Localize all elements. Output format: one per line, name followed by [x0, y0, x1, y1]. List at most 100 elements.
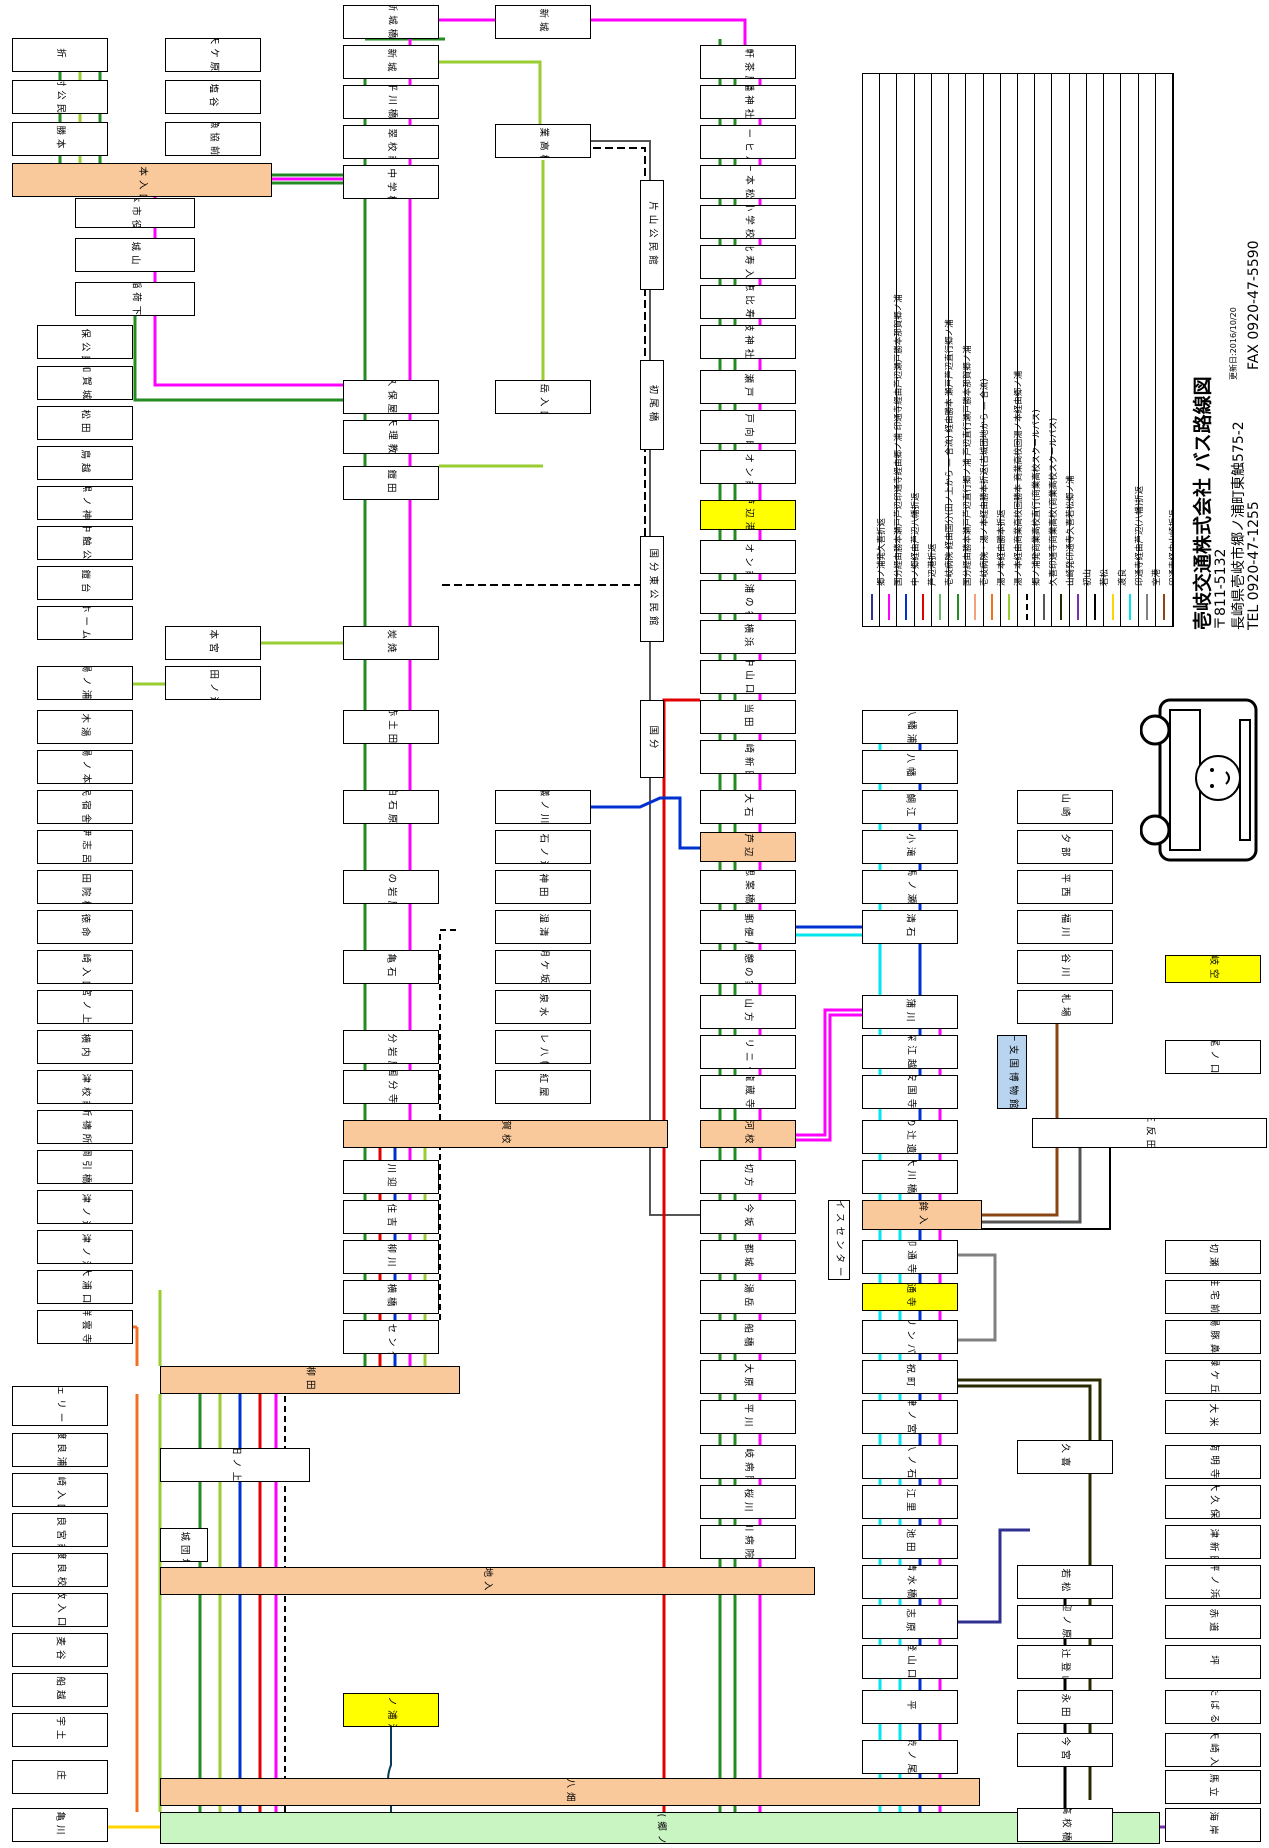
bus-stop: 城山 — [75, 238, 195, 272]
legend-swatch — [887, 594, 890, 620]
bus-stop-label: 勝本入口 — [136, 163, 148, 197]
bus-stop: 札場 — [1017, 990, 1113, 1024]
bus-stop-label: 平 — [904, 1700, 916, 1714]
bus-stop-label: 牧入口 — [54, 1593, 66, 1627]
bus-stop: 南明寺 — [1165, 1445, 1261, 1479]
bus-stop-label: 麦谷 — [54, 1636, 66, 1664]
bus-stop: 深江越 — [862, 1035, 958, 1069]
bus-stop: 湯岳 — [700, 1280, 796, 1314]
bus-stop-label: 湿清 — [537, 913, 549, 941]
bus-stop-label: イオン前 — [742, 540, 754, 574]
bus-stop: 品川病院前 — [700, 1525, 796, 1559]
bus-stop: 切方 — [700, 1160, 796, 1194]
bus-stop-label: 明ケ坂 — [537, 950, 549, 984]
bus-stop: 明ケ坂 — [495, 950, 591, 984]
bus-stop: 平 — [862, 1690, 958, 1724]
bus-stop-label: 松崎新田 — [742, 740, 754, 774]
bus-stop-label: 三島フェリー待合所 — [55, 1387, 66, 1425]
bus-stop-label: 農機具センター前 — [386, 1321, 397, 1353]
bus-stop: イオン前 — [700, 450, 796, 484]
bus-stop: 都城 — [700, 1240, 796, 1274]
bus-stop: 芦辺港 — [700, 500, 796, 530]
bus-stop: 清水橋 — [862, 1565, 958, 1599]
legend-item: 壱岐病院 経由国分(田ノ上から — 合流) 経由勝本 瀬戸芦辺直行郷ノ浦 — [932, 74, 955, 626]
legend-swatch — [905, 594, 908, 620]
bus-stop: 八幡浦 — [862, 710, 958, 744]
bus-stop-label: 船越 — [54, 1676, 66, 1704]
bus-stop-label: 夕部 — [1059, 833, 1071, 861]
bus-stop: 勝本市役所 — [75, 198, 195, 228]
bus-stop: 住宅前 — [1165, 1280, 1261, 1314]
legend-swatch — [870, 594, 873, 620]
bus-stop-label: 泉水 — [537, 993, 549, 1021]
route-magenta-mid — [408, 5, 747, 1366]
bus-stop-label: 老人憩の家前 — [743, 951, 754, 983]
legend-label: 渡良 — [1117, 568, 1128, 586]
bus-stop: 天理教 — [343, 420, 439, 454]
bus-stop: 鯛江 — [862, 790, 958, 824]
bus-stop: 八畑 — [160, 1778, 980, 1806]
bus-stop-label: 松田 — [79, 409, 91, 437]
bus-stop-label: 湯ノ本 — [79, 750, 91, 784]
bus-stop: 本宮 — [165, 626, 261, 660]
bus-stop-label: 郷ノ浦港 — [385, 1693, 397, 1727]
legend-item: 芦辺港折返 — [915, 74, 938, 626]
bus-stop: 山崎 — [1017, 790, 1113, 824]
bus-stop: 大浦口 — [37, 1270, 133, 1304]
bus-stop: 弁天崎入口 — [1165, 1733, 1261, 1767]
bus-stop: 尾ノ口 — [1165, 1040, 1261, 1074]
bus-stop: 商業高校 — [495, 124, 591, 158]
route-black — [982, 1148, 1111, 1230]
bus-stop: 松田 — [37, 406, 133, 440]
bus-stop: 大久保 — [1165, 1485, 1261, 1519]
bus-stop-label: 平川 — [742, 1403, 754, 1431]
bus-stop-label: 亀川 — [54, 1811, 66, 1839]
bus-stop-label: 大米 — [1207, 1403, 1219, 1431]
legend-swatch — [1008, 594, 1011, 620]
legend-swatch — [1163, 594, 1166, 620]
route-red-main — [662, 698, 700, 1812]
bus-stop: 瀬戸小学校入口 — [700, 205, 796, 239]
bus-stop: 霞翠校前 — [343, 125, 439, 159]
bus-stop-label: 国民宿舎前 — [79, 790, 91, 824]
bus-stop: 芦辺 — [700, 832, 796, 862]
bus-stop-label: 霞翠校前 — [385, 125, 397, 159]
bus-stop: 川迎 — [343, 1160, 439, 1194]
bus-stop: 壱岐病院 — [700, 1445, 796, 1479]
bus-stop: 松崎新田 — [700, 740, 796, 774]
bus-stop: 谷川 — [1017, 950, 1113, 984]
bus-stop-label: 白石原 — [385, 790, 397, 824]
bus-stop: 壱岐空港 — [1165, 955, 1261, 983]
bus-stop-label: 黒崎入口 — [79, 950, 91, 984]
bus-stop: 片山公民館 — [640, 180, 664, 290]
bus-stop-label: 瀬戸小学校入口 — [743, 206, 754, 238]
bus-stop-label: 品川病院前 — [742, 1525, 754, 1559]
route-brown — [982, 1024, 1059, 1217]
bus-stop: 刈田院橋 — [37, 870, 133, 904]
bus-stop-label: 坪ノ浜 — [1207, 1565, 1219, 1599]
bus-stop: 夕部 — [1017, 830, 1113, 864]
bus-stop: 神田 — [495, 870, 591, 904]
bus-stop-label: 高田ノ辻 — [207, 666, 219, 700]
bus-stop: 塩谷 — [165, 80, 261, 114]
bus-stop: 横内 — [37, 1030, 133, 1064]
legend-swatch — [1128, 594, 1131, 620]
bus-stop: 八幡 — [862, 750, 958, 784]
bus-stop: 池田 — [862, 1525, 958, 1559]
bus-stop: 印通寺 — [862, 1240, 958, 1274]
bus-stop: 湯豚鼻 — [1165, 1320, 1261, 1354]
bus-stop-label: 清石 — [904, 913, 916, 941]
bus-stop-label: 幡鉾入口 — [916, 1200, 928, 1230]
legend-label: 芦辺港折返 — [928, 543, 939, 586]
bus-stop: 岳ノ辻登山口 — [1017, 1645, 1113, 1679]
legend-swatch — [939, 594, 942, 620]
legend-label: 国分経由勝本瀬戸芦辺印通寺経由郷ノ浦 印通寺経由芦辺瀬戸勝本那賀郷ノ浦 — [893, 294, 904, 586]
bus-stop-label: 津ノ宮 — [904, 1400, 916, 1434]
bus-stop: 若松 — [1017, 1565, 1113, 1599]
legend-label: 湯ノ本経由勝本折返 — [997, 509, 1008, 586]
bus-stop: 三軒茶屋 — [700, 45, 796, 79]
legend-label: 郷ノ浦発商業高校直行(商業高校スクールバス) — [1031, 409, 1042, 586]
legend-item: 初山 — [1070, 74, 1093, 626]
bus-stop: 国分岩屋 — [343, 1030, 439, 1064]
bus-stop-label: 神岳入口 — [537, 380, 549, 414]
